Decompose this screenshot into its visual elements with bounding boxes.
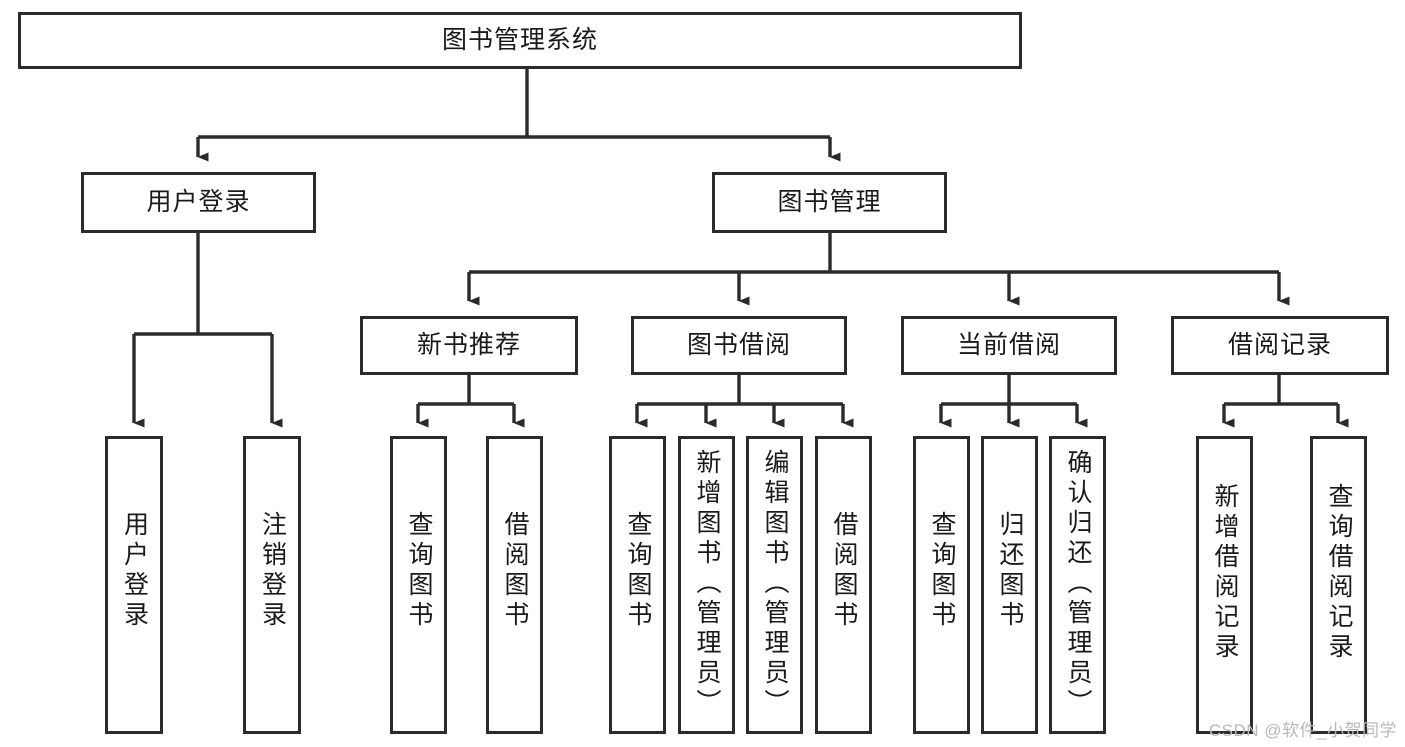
node-leaf-return-book[interactable]: 归还图书 (981, 436, 1038, 734)
node-leaf-query-borrow-record[interactable]: 查询借阅记录 (1310, 436, 1367, 734)
node-label: 归还图书 (996, 511, 1024, 631)
node-leaf-borrow-book-recommend[interactable]: 借阅图书 (486, 436, 543, 734)
node-label: 图书管理系统 (441, 25, 598, 54)
node-label: 查询图书 (624, 511, 652, 631)
node-label: 注销登录 (258, 511, 287, 631)
node-leaf-add-book-admin[interactable]: 新增图书（管理员） (678, 436, 735, 734)
node-label: 确认归还（管理员） (1064, 449, 1092, 719)
node-book-management[interactable]: 图书管理 (712, 172, 947, 233)
node-label: 新书推荐 (416, 330, 521, 359)
node-label: 图书借阅 (686, 330, 791, 359)
node-leaf-confirm-return-admin[interactable]: 确认归还（管理员） (1049, 436, 1106, 734)
node-leaf-query-book-recommend[interactable]: 查询图书 (390, 436, 447, 734)
node-label: 新增图书（管理员） (693, 449, 721, 719)
node-label: 当前借阅 (956, 330, 1061, 359)
node-label: 编辑图书（管理员） (761, 449, 789, 719)
node-new-book-recommend[interactable]: 新书推荐 (360, 316, 578, 375)
node-label: 借阅记录 (1227, 330, 1332, 359)
node-leaf-logout-login[interactable]: 注销登录 (243, 436, 301, 734)
node-leaf-edit-book-admin[interactable]: 编辑图书（管理员） (746, 436, 803, 734)
node-label: 借阅图书 (830, 511, 858, 631)
node-book-borrow[interactable]: 图书借阅 (631, 316, 847, 375)
node-leaf-add-borrow-record[interactable]: 新增借阅记录 (1196, 436, 1253, 734)
node-leaf-query-book-current[interactable]: 查询图书 (913, 436, 970, 734)
watermark-text: CSDN @软件_小贺同学 (1208, 721, 1397, 740)
node-label: 查询图书 (928, 511, 956, 631)
node-leaf-borrow-book-borrow[interactable]: 借阅图书 (815, 436, 872, 734)
node-label: 用户登录 (146, 187, 251, 216)
node-label: 图书管理 (777, 187, 882, 216)
node-user-login[interactable]: 用户登录 (81, 172, 316, 233)
node-leaf-query-book-borrow[interactable]: 查询图书 (609, 436, 666, 734)
node-label: 新增借阅记录 (1211, 483, 1239, 663)
node-root-book-management-system[interactable]: 图书管理系统 (18, 12, 1022, 69)
node-current-borrow[interactable]: 当前借阅 (901, 316, 1117, 375)
node-label: 借阅图书 (501, 511, 529, 631)
node-label: 查询图书 (405, 511, 433, 631)
node-label: 查询借阅记录 (1325, 483, 1353, 663)
node-label: 用户登录 (120, 511, 149, 631)
node-borrow-record[interactable]: 借阅记录 (1171, 316, 1389, 375)
node-leaf-user-login[interactable]: 用户登录 (105, 436, 163, 734)
